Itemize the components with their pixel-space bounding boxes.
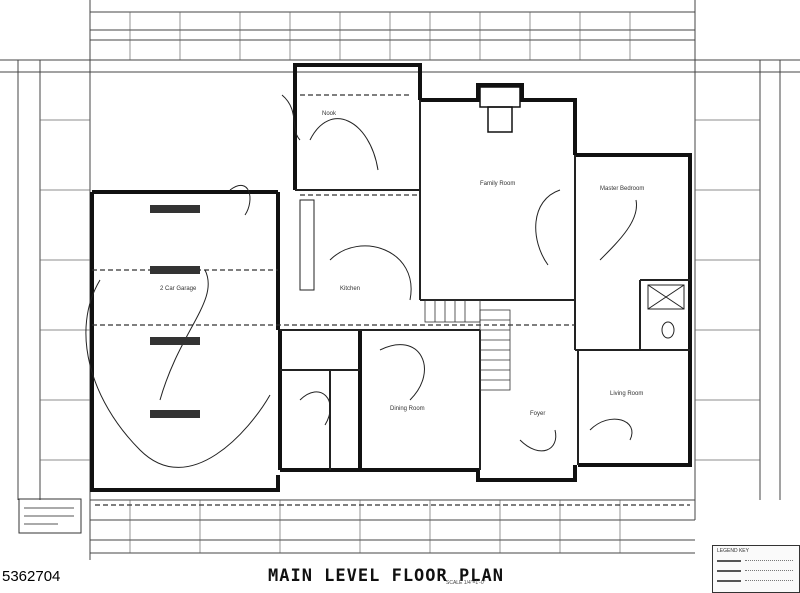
title-block-grid <box>0 0 800 560</box>
legend-key: LEGEND KEY <box>712 545 800 593</box>
legend-text <box>745 570 793 574</box>
plan-scale: SCALE 1/4"=1'-0" <box>446 580 486 586</box>
staircase <box>424 299 511 391</box>
dimension-ticks <box>40 12 760 553</box>
room-label-living: Living Room <box>610 391 643 397</box>
legend-swatch <box>717 570 741 572</box>
legend-key-title: LEGEND KEY <box>717 548 749 554</box>
bath-fixtures <box>299 199 685 339</box>
listing-number: 5362704 <box>0 568 63 585</box>
legend-swatch <box>717 560 741 562</box>
electrical-wiring <box>85 94 637 468</box>
room-label-kitchen: Kitchen <box>340 286 360 292</box>
room-label-garage: 2 Car Garage <box>160 286 197 292</box>
room-label-master: Master Bedroom <box>600 186 644 192</box>
legend-swatch <box>717 580 741 582</box>
room-label-foyer: Foyer <box>530 411 545 417</box>
engineer-stamp <box>18 498 82 534</box>
room-label-family: Family Room <box>480 181 515 187</box>
legend-text <box>745 580 793 584</box>
plan-title: MAIN LEVEL FLOOR PLAN <box>268 566 504 586</box>
room-label-nook: Nook <box>322 111 337 117</box>
garage-annotations <box>150 205 200 418</box>
exterior-walls <box>90 63 692 492</box>
fireplace <box>479 86 521 133</box>
legend-text <box>745 560 793 564</box>
room-label-dining: Dining Room <box>390 406 425 412</box>
